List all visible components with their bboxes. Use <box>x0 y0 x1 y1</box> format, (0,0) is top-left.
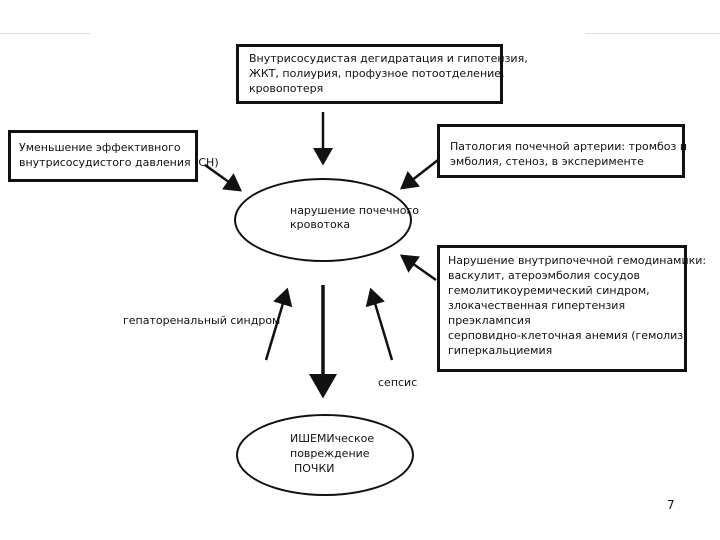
bottom-ellipse-line-2: повреждение <box>290 447 370 460</box>
top-divider-left <box>0 33 90 34</box>
bottom-ellipse-line-1: ИШЕМИческое <box>290 432 375 445</box>
renal-blood-flow-ellipse: нарушение почечного кровотока <box>234 178 419 262</box>
right-bottom-box-line-7: гиперкальциемия <box>448 344 553 357</box>
arrow-sepsis-to-center <box>365 287 394 361</box>
arrow-left-to-center <box>204 163 243 192</box>
top-box-line-2: ЖКТ, полиурия, профузное потоотделение, <box>249 67 505 80</box>
center-ellipse-line-2: кровотока <box>290 218 351 231</box>
right-bottom-box-line-3: гемолитикоуремический синдром, <box>448 284 650 297</box>
right-bottom-box-line-2: васкулит, атероэмболия сосудов <box>448 269 640 282</box>
right-bottom-box-line-4: злокачественная гипертензия <box>448 299 626 312</box>
right-top-box-line-2: эмболия, стеноз, в эксперименте <box>450 155 644 168</box>
center-ellipse-line-1: нарушение почечного <box>290 204 419 217</box>
page-number: 7 <box>667 498 675 512</box>
arrow-righttop-to-center <box>400 159 439 190</box>
top-box-line-1: Внутрисосудистая дегидратация и гипотенз… <box>249 52 528 65</box>
right-top-cause-box: Патология почечной артерии: тромбоз и эм… <box>437 124 688 178</box>
sepsis-label: сепсис <box>378 376 418 389</box>
bottom-ellipse-line-3: ПОЧКИ <box>294 462 335 475</box>
right-top-box-line-1: Патология почечной артерии: тромбоз и <box>450 140 688 153</box>
left-box-line-1: Уменьшение эффективного <box>19 141 181 154</box>
top-cause-box: Внутрисосудистая дегидратация и гипотенз… <box>236 44 528 104</box>
arrow-rightbottom-to-center <box>399 254 437 282</box>
arrow-hepatorenal-to-center <box>264 287 293 361</box>
right-bottom-cause-box: Нарушение внутрипочечной гемодинамики: в… <box>437 245 707 372</box>
left-cause-box: Уменьшение эффективного внутрисосудистог… <box>8 130 219 182</box>
left-box-line-2: внутрисосудистого давления (СН) <box>19 156 219 169</box>
right-bottom-box-line-1: Нарушение внутрипочечной гемодинамики: <box>448 254 707 267</box>
right-bottom-box-line-5: преэклампсия <box>448 314 531 327</box>
right-bottom-box-line-6: серповидно-клеточная анемия (гемолиз) <box>448 329 688 342</box>
hepatorenal-syndrome-label: гепаторенальный синдром <box>123 314 281 327</box>
top-box-line-3: кровопотеря <box>249 82 324 95</box>
ischemic-kidney-injury-ellipse: ИШЕМИческое повреждение ПОЧКИ <box>236 414 414 496</box>
top-divider-right <box>585 33 720 34</box>
